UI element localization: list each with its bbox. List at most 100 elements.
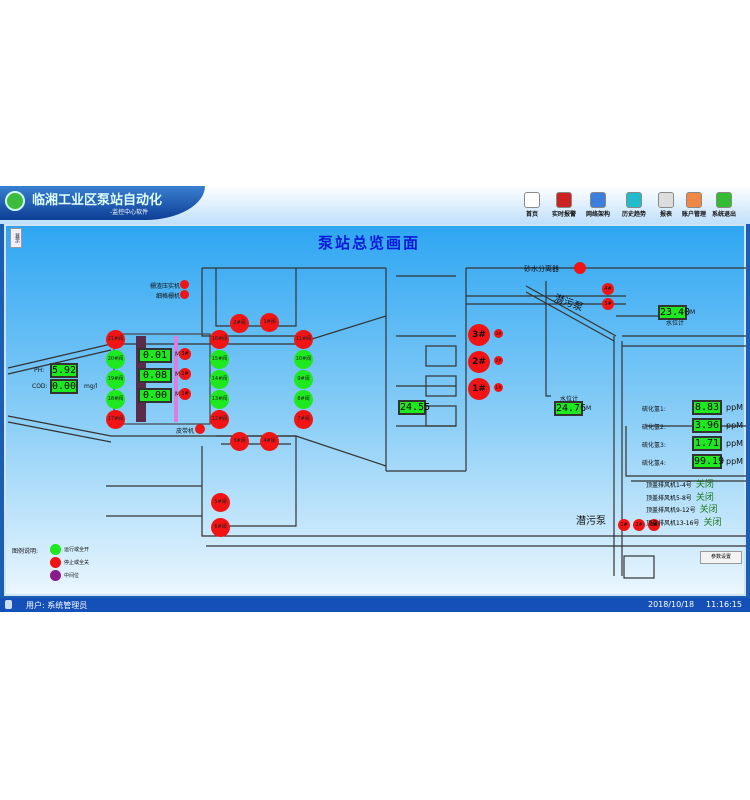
valve[interactable]: 13#阀 xyxy=(210,390,229,409)
nav-label: 首页 xyxy=(525,211,538,218)
level1-label: 水位计 xyxy=(666,320,685,327)
valve[interactable]: 16#阀 xyxy=(210,330,229,349)
valve[interactable]: 20#阀 xyxy=(106,350,125,369)
bottom-pump[interactable]: 2# xyxy=(633,519,645,531)
fan-state: 关闭 xyxy=(699,505,718,515)
nav-trend[interactable]: 历史趋势 xyxy=(616,192,652,218)
page-title: 泵站总览画面 xyxy=(318,234,421,252)
nav-users[interactable]: 账户管理 xyxy=(676,192,712,218)
lock-icon xyxy=(5,600,12,609)
alarm-icon xyxy=(556,192,572,208)
legend-swatch xyxy=(50,544,61,555)
side-display-button[interactable]: 显示 xyxy=(10,228,22,248)
valve[interactable]: 6#阀 xyxy=(211,518,230,537)
valve[interactable]: 17#阀 xyxy=(106,410,125,429)
nav-label: 系统退出 xyxy=(711,211,736,218)
nav-label: 历史趋势 xyxy=(621,211,646,218)
h2s-readout: 8.83 xyxy=(692,400,722,415)
h2s-label: 硫化氢1: xyxy=(642,406,666,413)
app-title: 临湘工业区泵站自动化 xyxy=(32,193,163,208)
legend-title: 图例说明: xyxy=(12,548,39,555)
valve[interactable]: 2#阀 xyxy=(230,314,249,333)
fan-label: 顶盖排风机5-8号 xyxy=(646,494,692,502)
small-pump[interactable]: 5# xyxy=(602,298,614,310)
sewage-pump-label-2: 潜污泵 xyxy=(576,516,606,527)
grille-level-unit: M xyxy=(175,351,181,358)
conveyor-indicator[interactable] xyxy=(195,424,205,434)
grille-level-readout: 0.08 xyxy=(138,368,172,383)
fan-label: 顶盖排风机1-4号 xyxy=(646,482,692,489)
valve[interactable]: 9#阀 xyxy=(294,370,313,389)
bottom-pump[interactable]: 3# xyxy=(648,519,660,531)
fan-state: 关闭 xyxy=(695,480,714,490)
valve[interactable]: 12#阀 xyxy=(210,410,229,429)
cod-label: COD: xyxy=(32,383,48,390)
grille-level-unit: M xyxy=(175,391,181,398)
nav-label: 报表 xyxy=(659,211,672,218)
sand-separator-label: 砂水分离器 xyxy=(524,265,559,273)
press-label: 栅渣压实机 xyxy=(150,283,181,290)
h2s-readout: 99.19 xyxy=(692,454,725,469)
pump-sub-indicator[interactable]: 1# xyxy=(494,383,503,392)
h2s-label: 硫化氢2: xyxy=(642,424,666,431)
fan-state: 关闭 xyxy=(695,492,714,503)
valve[interactable]: 5#阀 xyxy=(211,493,230,512)
valve[interactable]: 18#阀 xyxy=(106,390,125,409)
bottom-pump[interactable]: 1# xyxy=(618,519,630,531)
trend-icon xyxy=(626,192,642,208)
header: 临湘工业区泵站自动化 -监控中心软件 首页 实时报警网络架构历史趋势 报表 账户管理系… xyxy=(0,186,750,224)
tank-level: 24.55 xyxy=(398,400,431,415)
fan-label: 顶盖排风机13-16号 xyxy=(646,519,700,527)
nav-alarm[interactable]: 实时报警 xyxy=(546,192,582,218)
cod-unit: mg/l xyxy=(84,383,98,390)
valve[interactable]: 11#阀 xyxy=(294,330,313,349)
main-pump[interactable]: 1# xyxy=(468,378,490,400)
valve[interactable]: 15#阀 xyxy=(210,350,229,369)
status-time: 11:16:15 xyxy=(706,600,742,609)
pump-sub-indicator[interactable]: 2# xyxy=(494,356,503,365)
nav-globe[interactable]: 网络架构 xyxy=(580,192,616,218)
main-pump[interactable]: 3# xyxy=(468,324,490,346)
valve[interactable]: 7#阀 xyxy=(294,410,313,429)
grille-label: 细格栅机 xyxy=(156,293,181,300)
grille-level-unit: M xyxy=(175,371,181,378)
exit-icon xyxy=(716,192,732,208)
logo-band: 临湘工业区泵站自动化 -监控中心软件 xyxy=(0,186,205,220)
valve[interactable]: 10#阀 xyxy=(294,350,313,369)
valve[interactable]: 21#阀 xyxy=(106,330,125,349)
nav-report[interactable]: 报表 xyxy=(648,192,684,218)
sand-separator-indicator[interactable] xyxy=(574,262,586,274)
fan-state: 关闭 xyxy=(703,517,722,528)
grille-level-readout: 0.00 xyxy=(138,388,172,403)
valve[interactable]: 1#阀 xyxy=(260,313,279,332)
report-icon xyxy=(658,192,674,208)
valve[interactable]: 4#阀 xyxy=(260,432,279,451)
level2-readout: 24.76 xyxy=(554,401,587,416)
grille-pump[interactable]: 3# xyxy=(179,348,191,360)
grille-pump[interactable]: 2# xyxy=(179,368,191,380)
press-indicator[interactable] xyxy=(180,280,189,289)
grille-pump[interactable]: 1# xyxy=(179,388,191,400)
legend-label: 中间位 xyxy=(64,573,80,579)
pump-sub-indicator[interactable]: 3# xyxy=(494,329,503,338)
nav-exit[interactable]: 系统退出 xyxy=(706,192,742,218)
level1-unit: M xyxy=(690,309,696,316)
nav-label: 实时报警 xyxy=(551,211,576,218)
nav-label: 账户管理 xyxy=(681,211,706,218)
h2s-unit: ppM xyxy=(726,439,744,448)
h2s-unit: ppM xyxy=(726,457,744,466)
small-pump[interactable]: 4# xyxy=(602,283,614,295)
users-icon xyxy=(686,192,702,208)
param-settings-button[interactable]: 参数设置 xyxy=(700,551,742,564)
ph-readout: 5.92 xyxy=(50,363,78,378)
grille-level-readout: 0.01 xyxy=(138,348,172,363)
grille-indicator[interactable] xyxy=(180,290,189,299)
globe-icon xyxy=(590,192,606,208)
valve[interactable]: 19#阀 xyxy=(106,370,125,389)
main-pump[interactable]: 2# xyxy=(468,351,490,373)
fan-row: 顶盖排风机9-12号关闭 xyxy=(646,502,718,515)
nav-home[interactable]: 首页 xyxy=(514,192,550,218)
valve[interactable]: 14#阀 xyxy=(210,370,229,389)
valve[interactable]: 8#阀 xyxy=(294,390,313,409)
valve[interactable]: 3#阀 xyxy=(230,432,249,451)
